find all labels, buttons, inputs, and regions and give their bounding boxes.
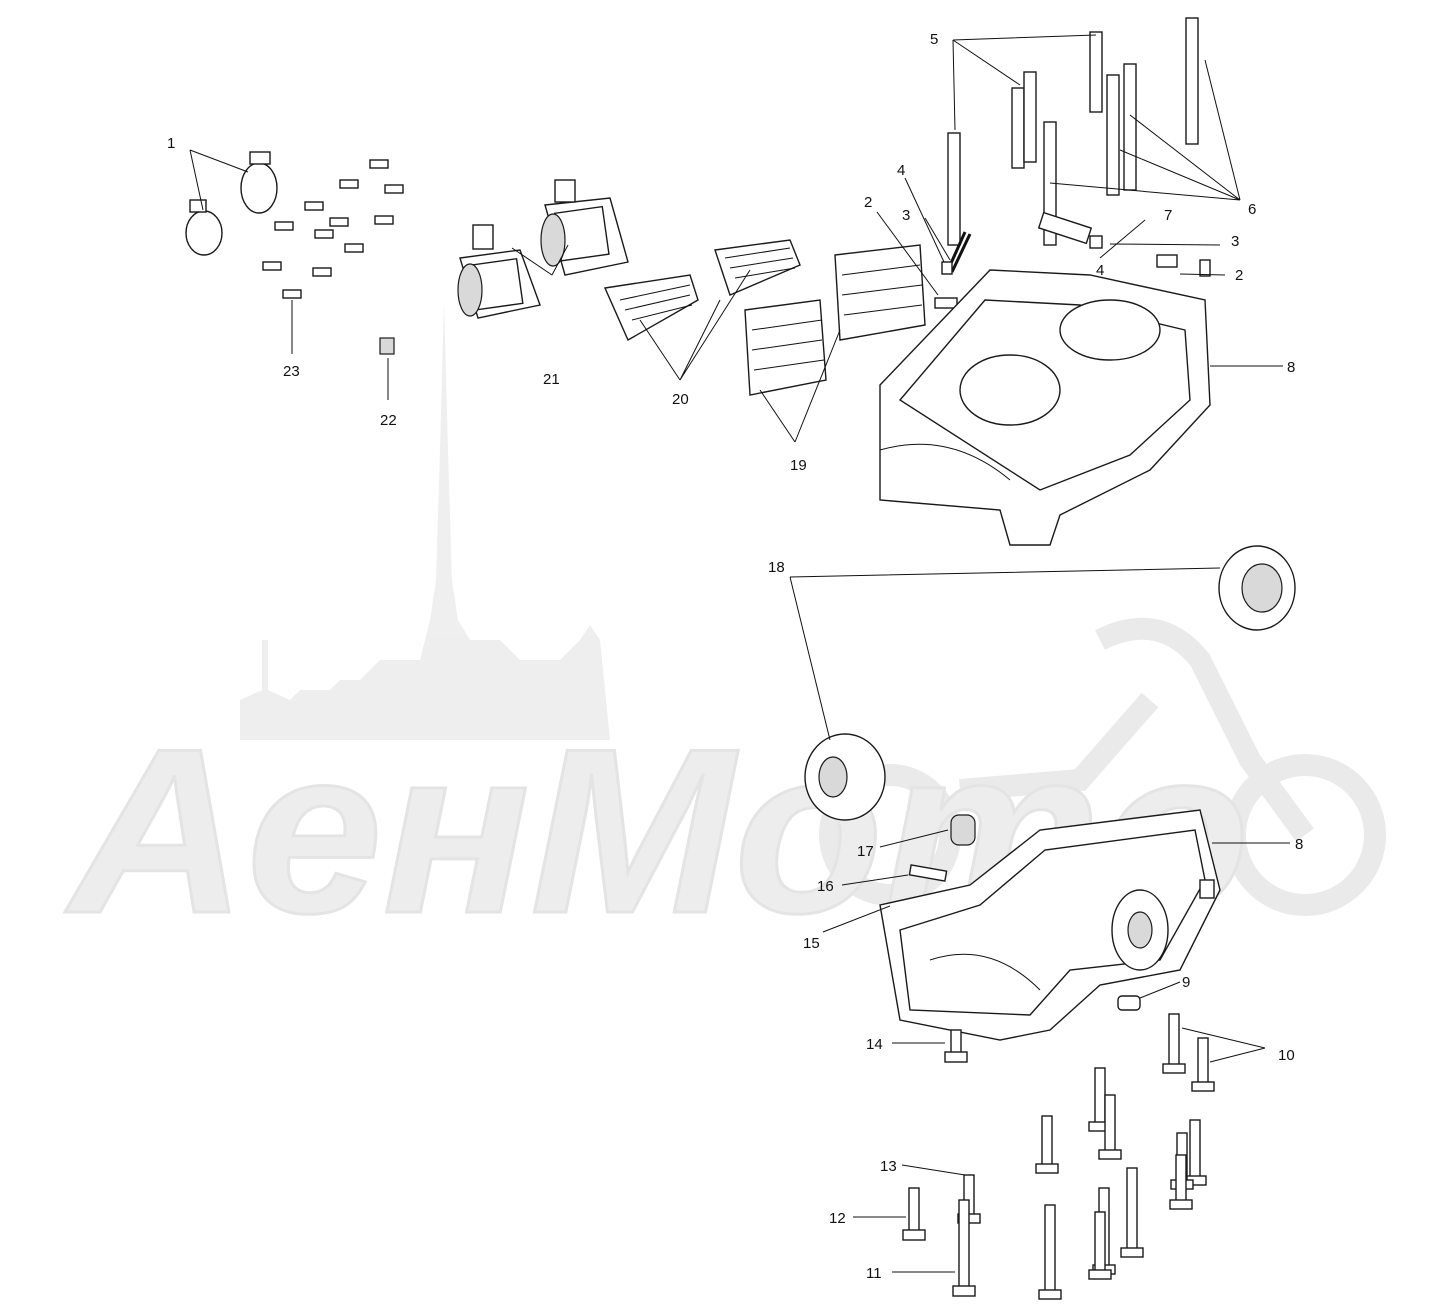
small-bolt-group	[262, 159, 404, 299]
callout-3-upper: 3	[902, 207, 910, 224]
lower-crankcase-part	[879, 809, 1221, 1041]
callout-labels: 1 23 22 21 20 19 5 6 4 3 2 7 3 4 2 8 18 …	[167, 31, 1303, 1282]
dowel-pin-part	[908, 864, 948, 882]
leader-lines	[189, 34, 1290, 1273]
bushing-part	[950, 814, 976, 846]
callout-3-lower: 3	[1231, 233, 1239, 250]
callout-5: 5	[930, 31, 938, 48]
callout-1: 1	[167, 135, 175, 152]
callout-21: 21	[543, 371, 560, 388]
clip-part	[379, 337, 395, 355]
short-bolt-part	[944, 1029, 968, 1063]
callout-4-lower: 4	[1096, 262, 1104, 279]
upper-crankcase-part	[879, 259, 1211, 546]
plug-part	[1117, 995, 1141, 1011]
callout-18: 18	[768, 559, 785, 576]
stud-group	[947, 17, 1199, 246]
reed-cage-part	[744, 244, 926, 396]
seal-part	[804, 545, 1296, 821]
callout-15: 15	[803, 935, 820, 952]
callout-9: 9	[1182, 974, 1190, 991]
callout-6: 6	[1248, 201, 1256, 218]
callout-2-lower: 2	[1235, 267, 1243, 284]
callout-8-upper: 8	[1287, 359, 1295, 376]
callout-7: 7	[1164, 207, 1172, 224]
callout-17: 17	[857, 843, 874, 860]
long-bolt-group	[902, 1013, 1215, 1300]
fitting-group	[934, 211, 1178, 309]
callout-10: 10	[1278, 1047, 1295, 1064]
callout-11: 11	[866, 1265, 882, 1282]
callout-20: 20	[672, 391, 689, 408]
watermark-motorcycle	[819, 617, 1386, 916]
callout-16: 16	[817, 878, 834, 895]
callout-4-upper: 4	[897, 162, 905, 179]
reed-housing-part	[457, 179, 629, 319]
hose-clamp-part	[185, 151, 278, 256]
callout-23: 23	[283, 363, 300, 380]
reed-block-part	[603, 239, 801, 341]
callout-19: 19	[790, 457, 807, 474]
callout-22: 22	[380, 412, 397, 429]
callout-8-lower: 8	[1295, 836, 1303, 853]
callout-2-upper: 2	[864, 194, 872, 211]
watermark-skyline	[240, 300, 610, 740]
parts	[185, 17, 1296, 1300]
callout-12: 12	[829, 1210, 846, 1227]
callout-13: 13	[880, 1158, 897, 1175]
callout-14: 14	[866, 1036, 883, 1053]
